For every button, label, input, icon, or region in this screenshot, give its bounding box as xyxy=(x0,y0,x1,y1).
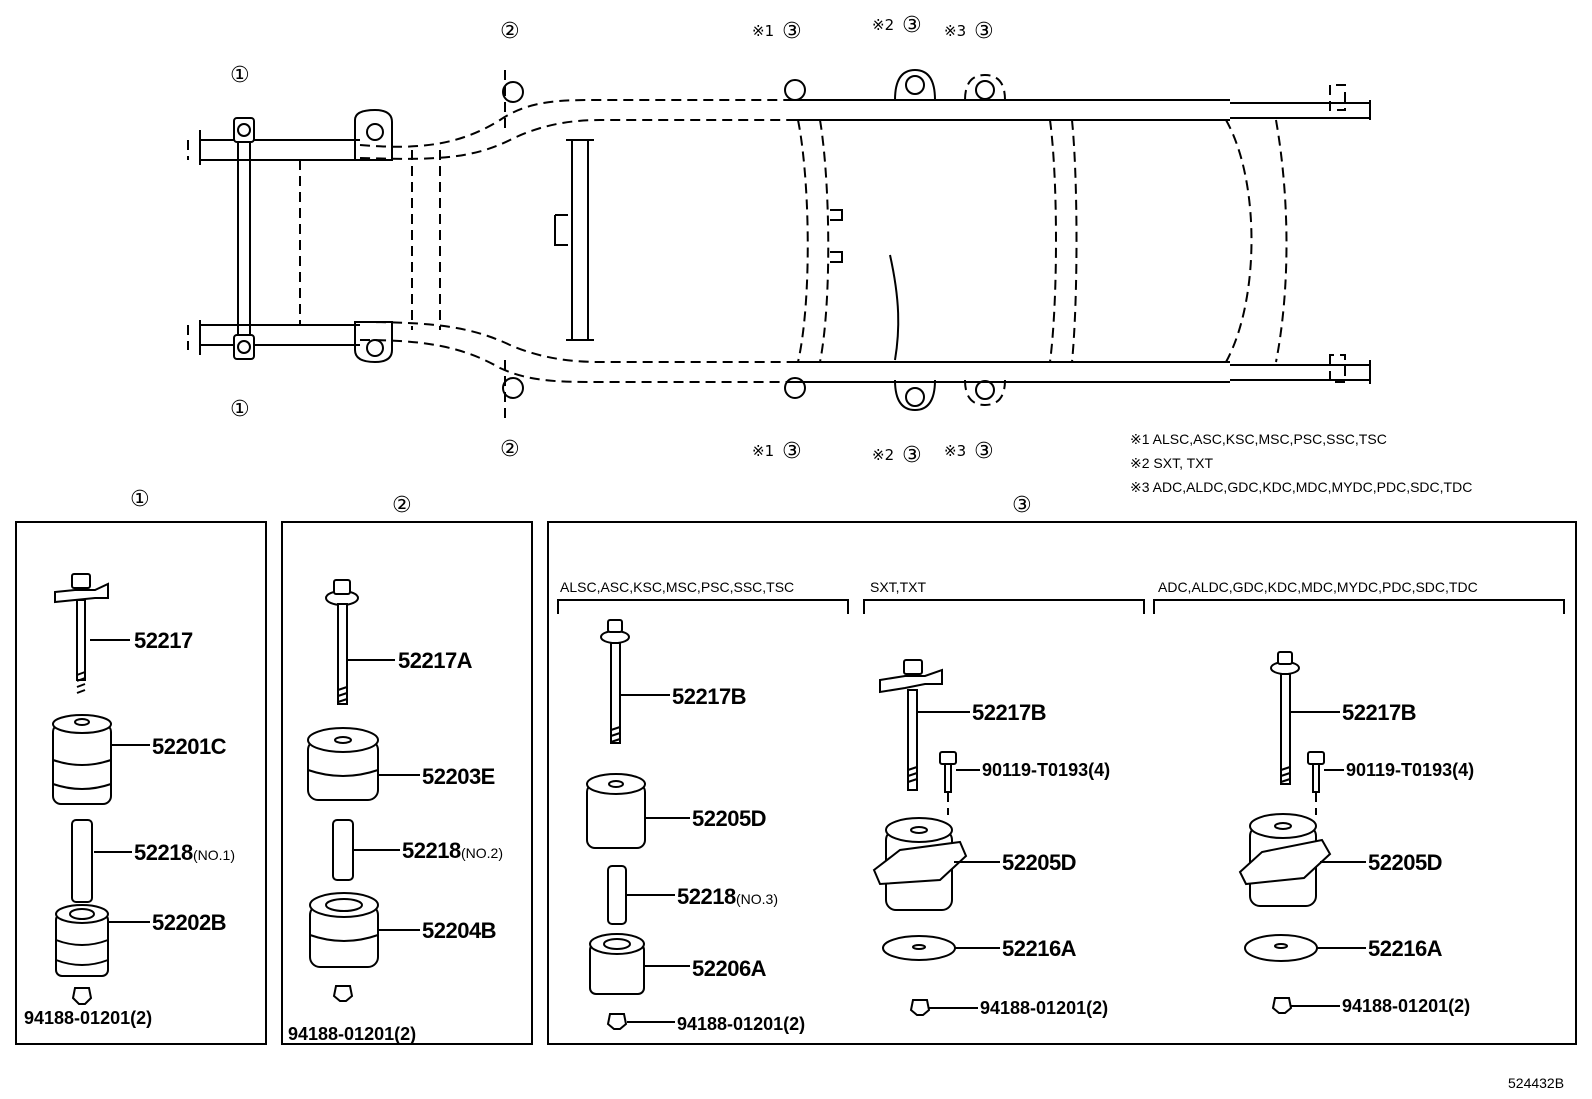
p2-part-52203E: 52203E xyxy=(422,764,495,789)
p2-part-52217A: 52217A xyxy=(398,648,473,673)
p1-part-94188: 94188-01201(2) xyxy=(24,1008,152,1028)
callout-2-top: ② xyxy=(500,19,520,44)
g2-part-52217B: 52217B xyxy=(972,700,1046,725)
panel-1-parts xyxy=(52,573,150,1005)
group-1-bracket xyxy=(557,599,849,614)
callout-3-top-c: ③ xyxy=(974,19,994,44)
frame-mount-points xyxy=(233,68,1006,420)
panel-1-box xyxy=(15,521,267,1045)
group-2-bracket xyxy=(863,599,1145,614)
g3-part-52205D: 52205D xyxy=(1368,850,1442,875)
p1-part-52201C: 52201C xyxy=(152,734,227,759)
g1-part-52206A: 52206A xyxy=(692,956,767,981)
p2-part-52218-note: (NO.2) xyxy=(461,845,503,861)
vehicle-frame xyxy=(187,84,1371,384)
g1-part-52205D: 52205D xyxy=(692,806,766,831)
callout-3-bottom-c: ③ xyxy=(974,439,994,464)
g2-part-94188: 94188-01201(2) xyxy=(980,998,1108,1018)
panel-2-header: ② xyxy=(392,493,412,518)
group-3-bracket xyxy=(1153,599,1565,614)
panel-1-header: ① xyxy=(130,487,150,512)
g2-part-90119: 90119-T0193(4) xyxy=(982,760,1110,780)
p1-part-52218: 52218 xyxy=(134,840,193,865)
callout-3-top-a: ③ xyxy=(782,19,802,44)
callout-1-bottom: ① xyxy=(230,397,250,422)
mark-1-bottom: ※1 xyxy=(752,442,774,460)
mark-1-top: ※1 xyxy=(752,22,774,40)
panel-3-box xyxy=(547,521,1577,1045)
g3-part-94188: 94188-01201(2) xyxy=(1342,996,1470,1016)
callout-1-top: ① xyxy=(230,63,250,88)
p1-part-52202B: 52202B xyxy=(152,910,226,935)
panel-3-header: ③ xyxy=(1012,493,1032,518)
callout-3-top-b: ③ xyxy=(902,13,922,38)
callout-3-bottom-b: ③ xyxy=(902,443,922,468)
p2-part-52204B: 52204B xyxy=(422,918,496,943)
g1-part-52218: 52218 xyxy=(677,884,736,909)
note-3: ※3 ADC,ALDC,GDC,KDC,MDC,MYDC,PDC,SDC,TDC xyxy=(1130,479,1472,495)
callout-2-bottom: ② xyxy=(500,437,520,462)
g3-part-52217B: 52217B xyxy=(1342,700,1416,725)
g2-part-52216A: 52216A xyxy=(1002,936,1077,961)
p2-part-94188: 94188-01201(2) xyxy=(288,1024,416,1044)
note-2: ※2 SXT, TXT xyxy=(1130,455,1213,471)
mark-2-top: ※2 xyxy=(872,16,894,34)
note-1: ※1 ALSC,ASC,KSC,MSC,PSC,SSC,TSC xyxy=(1130,431,1387,447)
callout-3-bottom-a: ③ xyxy=(782,439,802,464)
g2-part-52205D: 52205D xyxy=(1002,850,1076,875)
p1-part-52218-note: (NO.1) xyxy=(193,847,235,863)
p2-part-52218: 52218 xyxy=(402,838,461,863)
g1-part-94188: 94188-01201(2) xyxy=(677,1014,805,1034)
g3-part-90119: 90119-T0193(4) xyxy=(1346,760,1474,780)
mark-3-top: ※3 xyxy=(944,22,966,40)
group-3-label: ADC,ALDC,GDC,KDC,MDC,MYDC,PDC,SDC,TDC xyxy=(1158,579,1478,595)
group-1-label: ALSC,ASC,KSC,MSC,PSC,SSC,TSC xyxy=(560,579,794,595)
panel-2-box xyxy=(281,521,533,1045)
g3-part-52216A: 52216A xyxy=(1368,936,1443,961)
mark-2-bottom: ※2 xyxy=(872,446,894,464)
group-1-parts xyxy=(586,619,690,1030)
g1-part-52218-note: (NO.3) xyxy=(736,891,778,907)
group-3-parts xyxy=(1238,651,1366,1014)
group-2-parts xyxy=(872,659,1000,1016)
mark-3-bottom: ※3 xyxy=(944,442,966,460)
group-2-label: SXT,TXT xyxy=(870,579,926,595)
diagram-id: 524432B xyxy=(1508,1075,1564,1091)
panel-2-parts xyxy=(307,579,420,1002)
g1-part-52217B: 52217B xyxy=(672,684,746,709)
p1-part-52217: 52217 xyxy=(134,628,193,653)
